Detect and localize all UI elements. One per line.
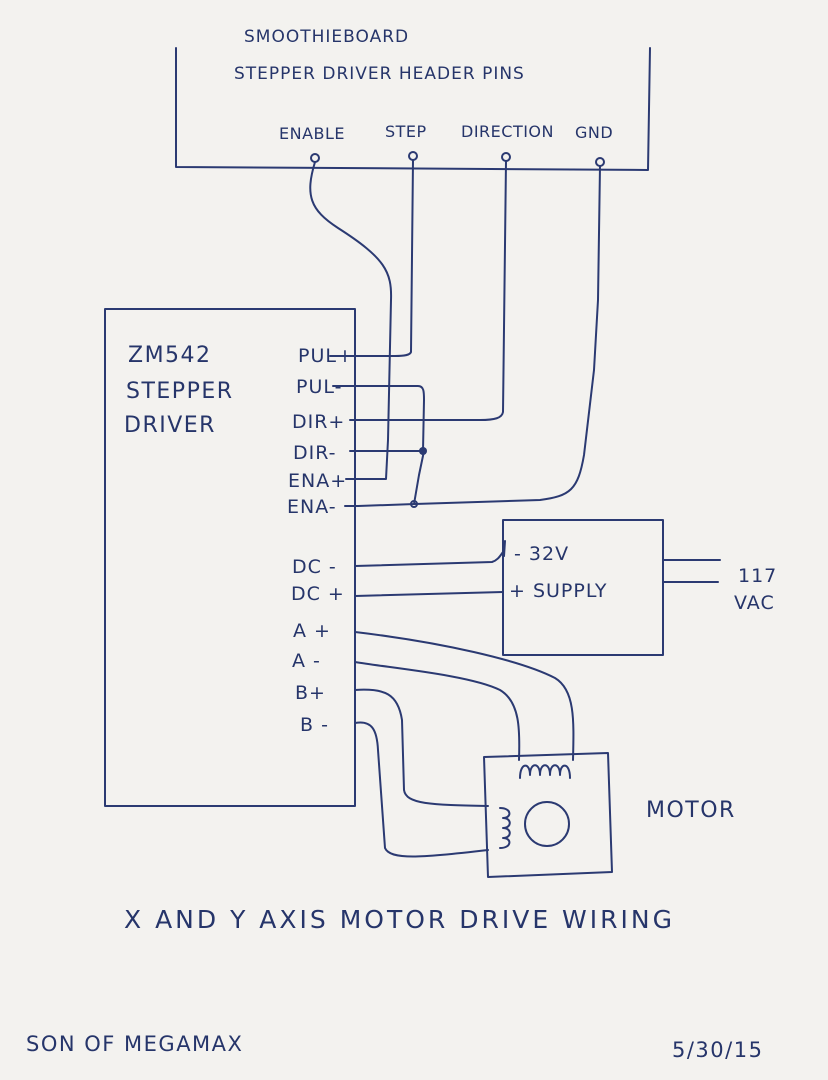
terminal-pul-plus: PUL+ — [298, 345, 354, 367]
smoothieboard-header-box: SMOOTHIEBOARD STEPPER DRIVER HEADER PINS… — [175, 27, 651, 171]
wire-b-plus — [354, 688, 489, 807]
terminal-dc-minus: DC - — [292, 556, 337, 578]
driver-name-line3: DRIVER — [124, 413, 216, 438]
junction-ring — [410, 500, 418, 508]
pin-label-direction: DIRECTION — [461, 122, 554, 141]
diagram-date: 5/30/15 — [672, 1038, 763, 1062]
terminal-ena-plus: ENA+ — [288, 470, 347, 492]
terminal-b-plus: B+ — [295, 682, 326, 704]
terminal-a-minus: A - — [292, 650, 321, 672]
wire-a-minus — [354, 661, 521, 761]
header-title-line2: STEPPER DRIVER HEADER PINS — [234, 64, 525, 84]
junction-dot — [419, 447, 427, 455]
pin-label-enable: ENABLE — [279, 124, 345, 143]
ac-label-line1: 117 — [738, 565, 777, 587]
motor-label: MOTOR — [646, 798, 736, 823]
header-title-line1: SMOOTHIEBOARD — [244, 27, 409, 47]
terminal-dir-plus: DIR+ — [292, 411, 345, 433]
terminal-b-minus: B - — [300, 714, 329, 736]
power-supply-box: - 32V + SUPPLY 117 VAC — [354, 519, 777, 656]
supply-line2: + SUPPLY — [509, 580, 608, 602]
pin-gnd — [595, 157, 605, 167]
wire-enable — [309, 161, 393, 480]
stepper-driver-box: ZM542 STEPPER DRIVER — [104, 308, 356, 807]
supply-line1: - 32V — [514, 543, 569, 565]
terminal-pul-minus: PUL- — [296, 376, 342, 398]
motor-wiring — [354, 631, 575, 858]
wire-common-to-gnd — [413, 450, 425, 505]
terminal-a-plus: A + — [293, 620, 331, 642]
motor: MOTOR — [483, 752, 736, 878]
wire-a-plus — [354, 631, 575, 761]
wire-common-pul-dir — [357, 385, 425, 452]
motor-rotor — [524, 801, 570, 847]
terminal-ena-minus: ENA- — [287, 496, 337, 518]
wire-step — [357, 159, 414, 357]
pin-step — [408, 151, 418, 161]
driver-name-line2: STEPPER — [126, 379, 234, 404]
project-name: SON OF MEGAMAX — [26, 1032, 243, 1056]
driver-terminal-labels: PUL+ PUL- DIR+ DIR- ENA+ ENA- DC - DC + … — [287, 345, 354, 736]
terminal-dir-minus: DIR- — [293, 442, 337, 464]
wire-dc-minus — [354, 551, 504, 567]
driver-name-line1: ZM542 — [128, 343, 212, 368]
coil-b — [499, 807, 511, 849]
pin-enable — [310, 153, 320, 163]
motor-body — [483, 752, 613, 878]
wire-direction — [357, 160, 507, 421]
terminal-stubs — [329, 355, 359, 507]
wire-gnd — [357, 165, 601, 507]
coil-a — [519, 764, 571, 779]
control-wiring — [309, 159, 601, 508]
terminal-dc-plus: DC + — [291, 583, 345, 605]
pin-label-step: STEP — [385, 122, 427, 141]
diagram-caption: X AND Y AXIS MOTOR DRIVE WIRING — [124, 905, 675, 934]
pin-label-gnd: GND — [575, 123, 613, 142]
wire-b-minus — [354, 721, 489, 858]
wire-dc-plus — [354, 591, 504, 597]
ac-label-line2: VAC — [734, 592, 775, 614]
pin-direction — [501, 152, 511, 162]
